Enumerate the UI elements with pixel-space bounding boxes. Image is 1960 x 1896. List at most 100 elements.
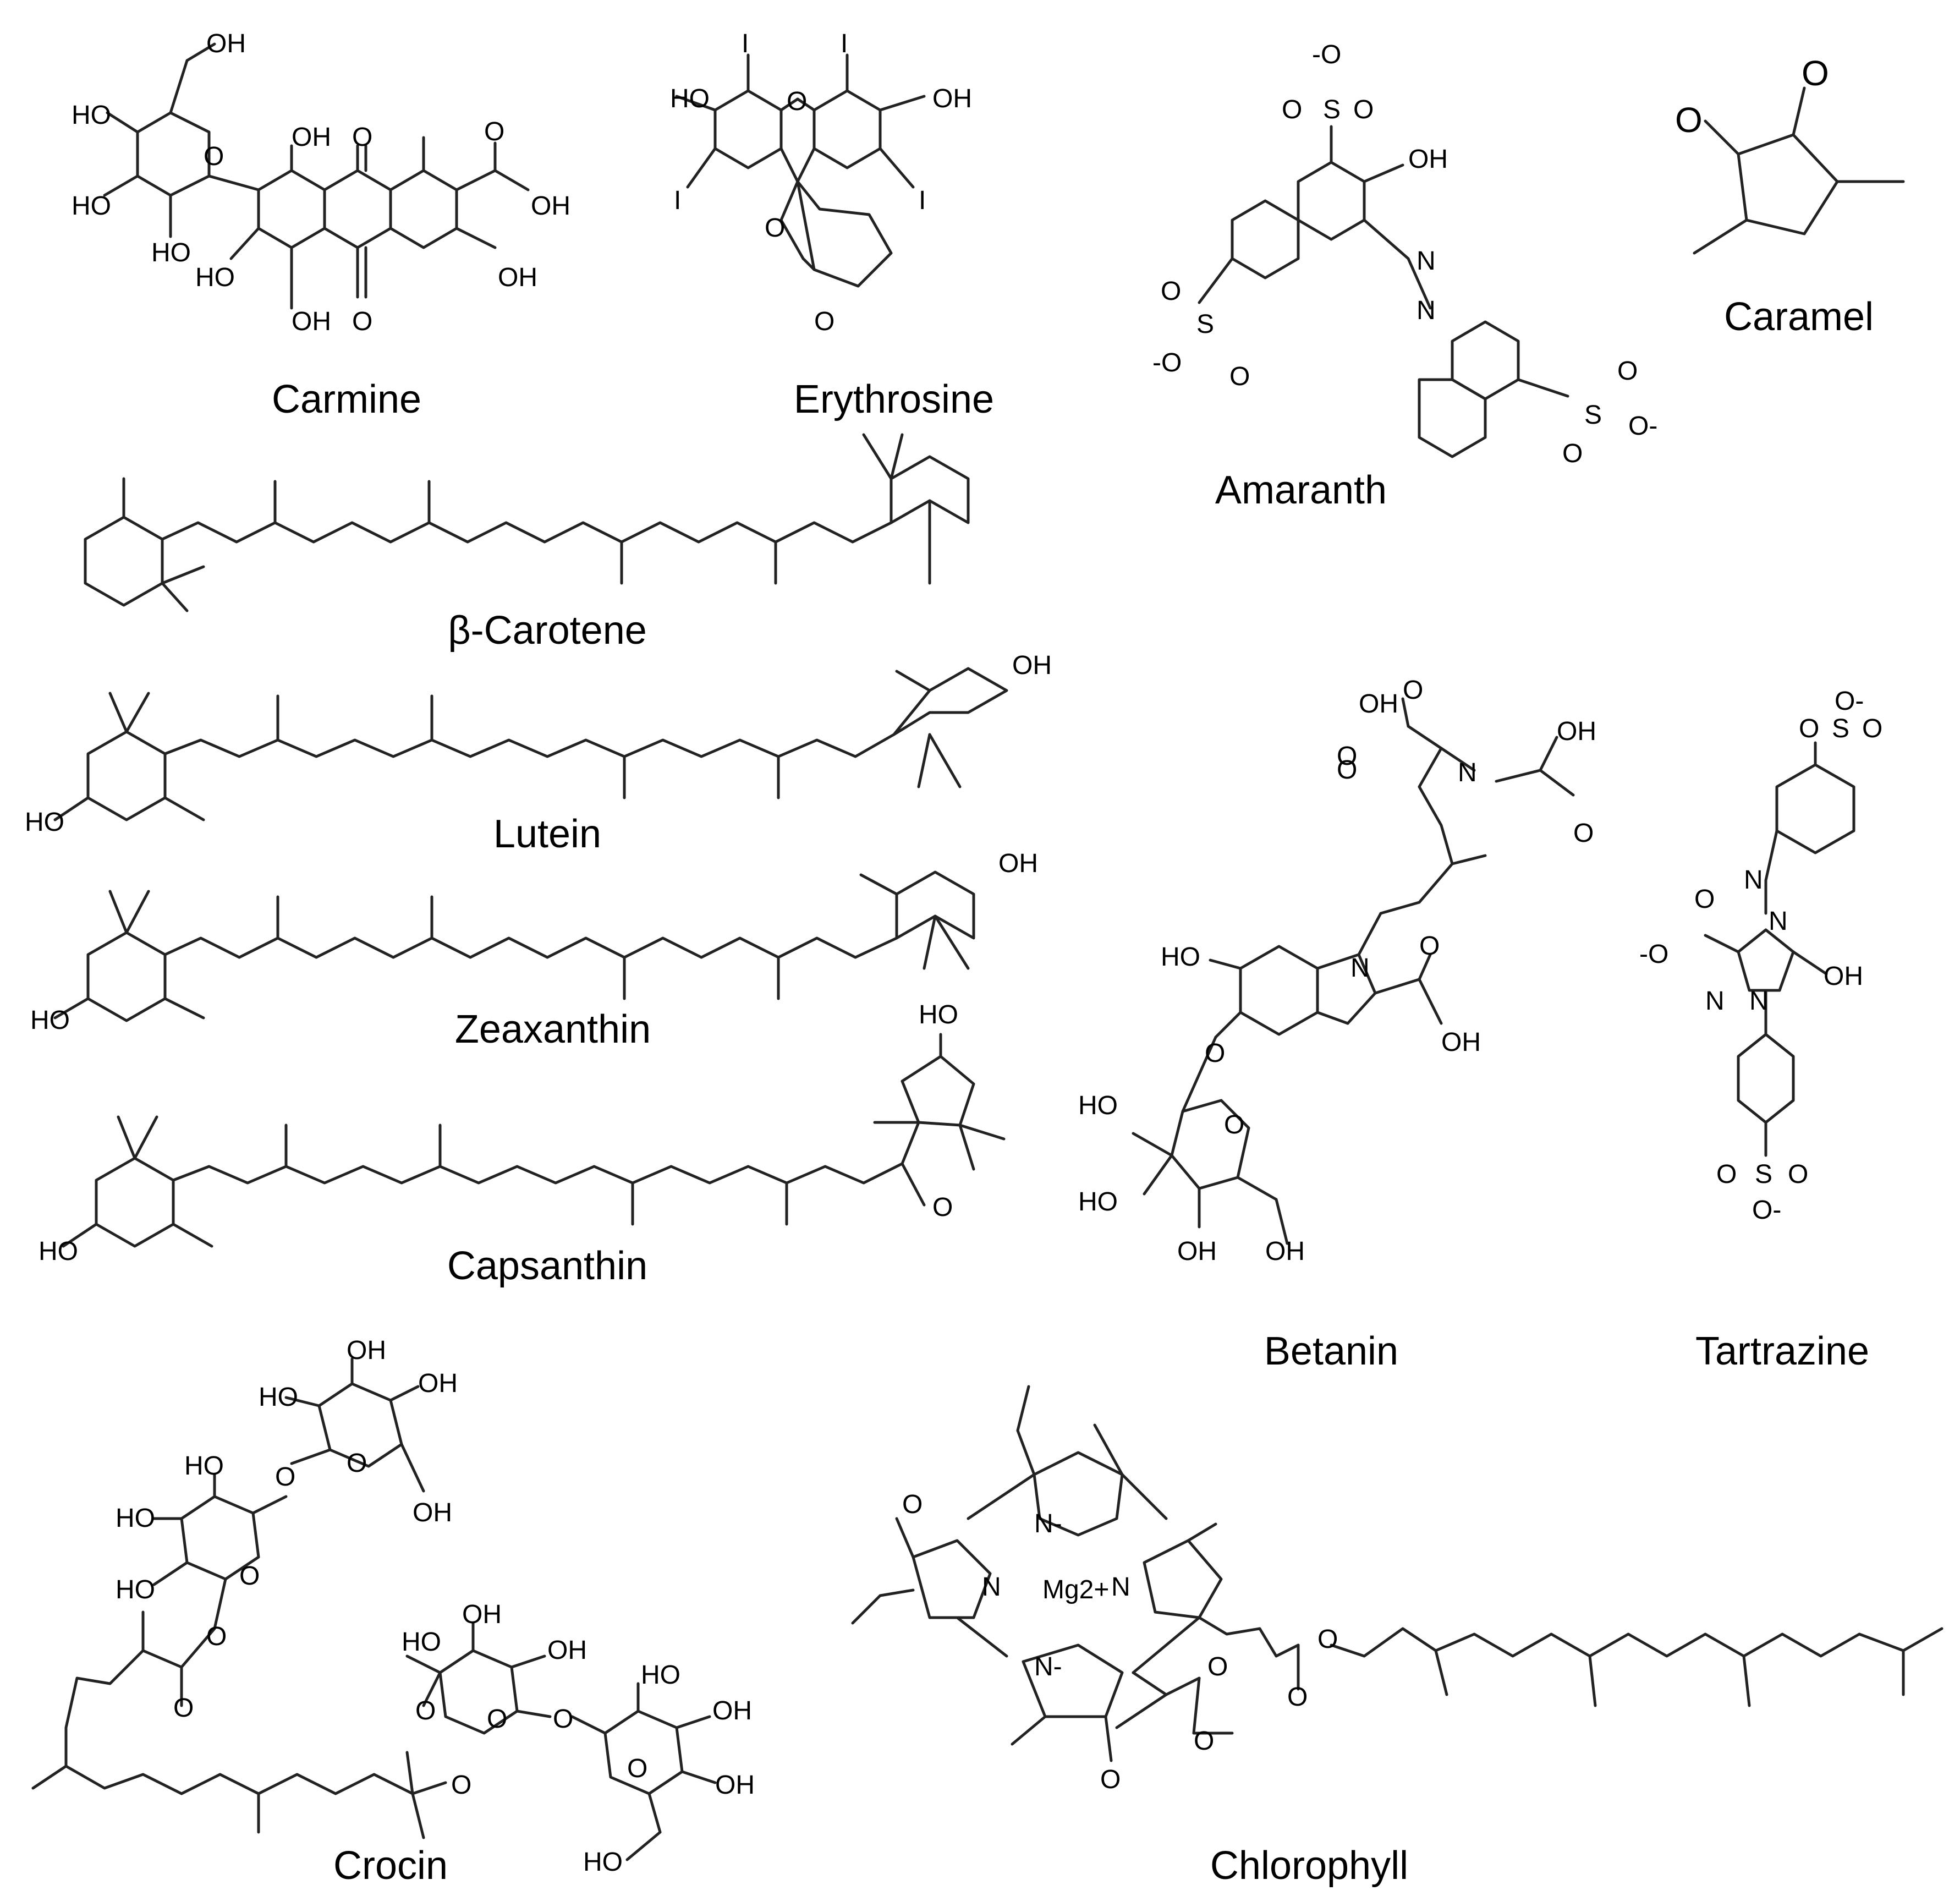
svg-text:O: O (1194, 1727, 1214, 1756)
caption-lutein: Lutein (493, 812, 602, 856)
svg-text:N: N (1111, 1572, 1130, 1602)
svg-text:S: S (1755, 1160, 1772, 1189)
svg-text:HO: HO (919, 1000, 958, 1029)
svg-text:O: O (1353, 95, 1374, 124)
svg-text:O-: O- (1752, 1196, 1781, 1225)
svg-text:S: S (1196, 310, 1214, 339)
svg-text:OH: OH (932, 84, 972, 113)
caption-tartrazine: Tartrazine (1695, 1329, 1870, 1373)
svg-text:O: O (1317, 1625, 1338, 1654)
svg-text:HO: HO (259, 1383, 298, 1412)
svg-text:O: O (814, 307, 834, 336)
svg-text:I: I (919, 186, 926, 215)
svg-text:HO: HO (583, 1848, 623, 1877)
svg-text:HO: HO (25, 808, 64, 837)
svg-text:O: O (1229, 362, 1250, 391)
svg-text:O: O (1337, 755, 1357, 785)
zeaxanthin-structure: HO OH (30, 849, 1038, 1035)
svg-text:O: O (627, 1754, 647, 1783)
svg-text:HO: HO (1161, 942, 1200, 972)
svg-text:O: O (1788, 1160, 1808, 1189)
crocin-structure: OH HO OH O O OH HO HO HO O O O O O OH HO… (31, 1336, 755, 1877)
svg-text:O: O (1161, 277, 1181, 306)
svg-text:N-: N- (1034, 1509, 1062, 1538)
svg-text:O: O (1419, 931, 1440, 961)
svg-text:O: O (1287, 1683, 1308, 1712)
svg-text:OH: OH (1359, 689, 1398, 719)
svg-text:O: O (1205, 1039, 1225, 1068)
svg-text:HO: HO (72, 191, 111, 221)
lutein-structure: HO OH (25, 651, 1052, 837)
svg-text:O: O (932, 1193, 953, 1222)
tartrazine-structure: O S O O- N N O -O N N OH O S O O- (1639, 687, 1882, 1225)
svg-text:O: O (787, 87, 807, 116)
caption-capsanthin: Capsanthin (447, 1244, 648, 1288)
svg-text:OH: OH (1177, 1237, 1217, 1266)
svg-text:S: S (1832, 714, 1849, 743)
svg-text:O: O (1573, 819, 1594, 848)
svg-text:O: O (1100, 1765, 1121, 1794)
svg-text:HO: HO (641, 1661, 680, 1690)
svg-text:OH: OH (292, 123, 331, 152)
svg-text:O: O (347, 1449, 367, 1478)
svg-text:HO: HO (72, 101, 111, 130)
svg-text:O: O (1862, 714, 1882, 743)
svg-text:O: O (1675, 100, 1703, 140)
svg-text:OH: OH (1012, 651, 1052, 680)
svg-text:O: O (902, 1490, 923, 1519)
svg-text:O: O (484, 117, 504, 146)
svg-text:O: O (352, 123, 372, 152)
svg-text:O: O (1617, 357, 1638, 386)
svg-text:HO: HO (1078, 1187, 1118, 1216)
caption-zeaxanthin: Zeaxanthin (454, 1007, 651, 1051)
svg-text:N: N (1417, 296, 1436, 325)
caption-erythrosine: Erythrosine (793, 377, 995, 421)
svg-text:-O: -O (1639, 940, 1668, 969)
svg-text:HO: HO (670, 84, 710, 113)
svg-text:O-: O- (1835, 687, 1864, 716)
svg-text:O: O (1207, 1652, 1228, 1681)
svg-text:O-: O- (1628, 412, 1657, 441)
svg-text:I: I (674, 186, 681, 215)
svg-text:O: O (1694, 885, 1715, 914)
svg-text:OH: OH (715, 1771, 755, 1800)
svg-text:O: O (765, 213, 785, 243)
svg-text:OH: OH (347, 1336, 386, 1365)
svg-text:O: O (206, 1622, 227, 1651)
svg-text:OH: OH (418, 1369, 458, 1398)
svg-text:N: N (1417, 246, 1436, 276)
svg-text:HO: HO (1078, 1091, 1118, 1120)
svg-text:I: I (742, 29, 749, 58)
svg-text:O: O (1282, 95, 1302, 124)
svg-text:O: O (1716, 1160, 1737, 1189)
svg-text:N: N (1458, 758, 1477, 787)
svg-text:S: S (1323, 95, 1341, 124)
svg-text:O: O (553, 1705, 573, 1734)
caption-chlorophyll: Chlorophyll (1210, 1844, 1409, 1888)
svg-text:OH: OH (1265, 1237, 1305, 1266)
caption-caramel: Caramel (1723, 295, 1874, 339)
svg-text:HO: HO (195, 263, 235, 292)
svg-text:O: O (1799, 714, 1819, 743)
svg-text:OH: OH (531, 191, 570, 221)
svg-text:O: O (415, 1696, 436, 1725)
svg-text:N: N (1705, 987, 1725, 1016)
caption-amaranth: Amaranth (1215, 468, 1387, 512)
svg-text:OH: OH (1557, 717, 1596, 746)
erythrosine-structure: HO I I O OH I I O O (670, 29, 972, 336)
svg-text:OH: OH (712, 1696, 752, 1725)
svg-text:HO: HO (116, 1575, 155, 1604)
svg-text:O: O (1337, 742, 1357, 771)
svg-text:N: N (1350, 954, 1370, 983)
svg-text:HO: HO (151, 238, 191, 267)
svg-text:HO: HO (30, 1006, 70, 1035)
svg-text:HO: HO (184, 1451, 224, 1481)
svg-text:OH: OH (1408, 145, 1448, 174)
svg-text:OH: OH (1824, 962, 1863, 991)
caramel-structure: O O (1675, 53, 1905, 255)
svg-text:O: O (352, 307, 372, 336)
caption-betanin: Betanin (1264, 1329, 1399, 1373)
svg-text:O: O (1802, 53, 1829, 93)
svg-text:N: N (982, 1572, 1001, 1602)
